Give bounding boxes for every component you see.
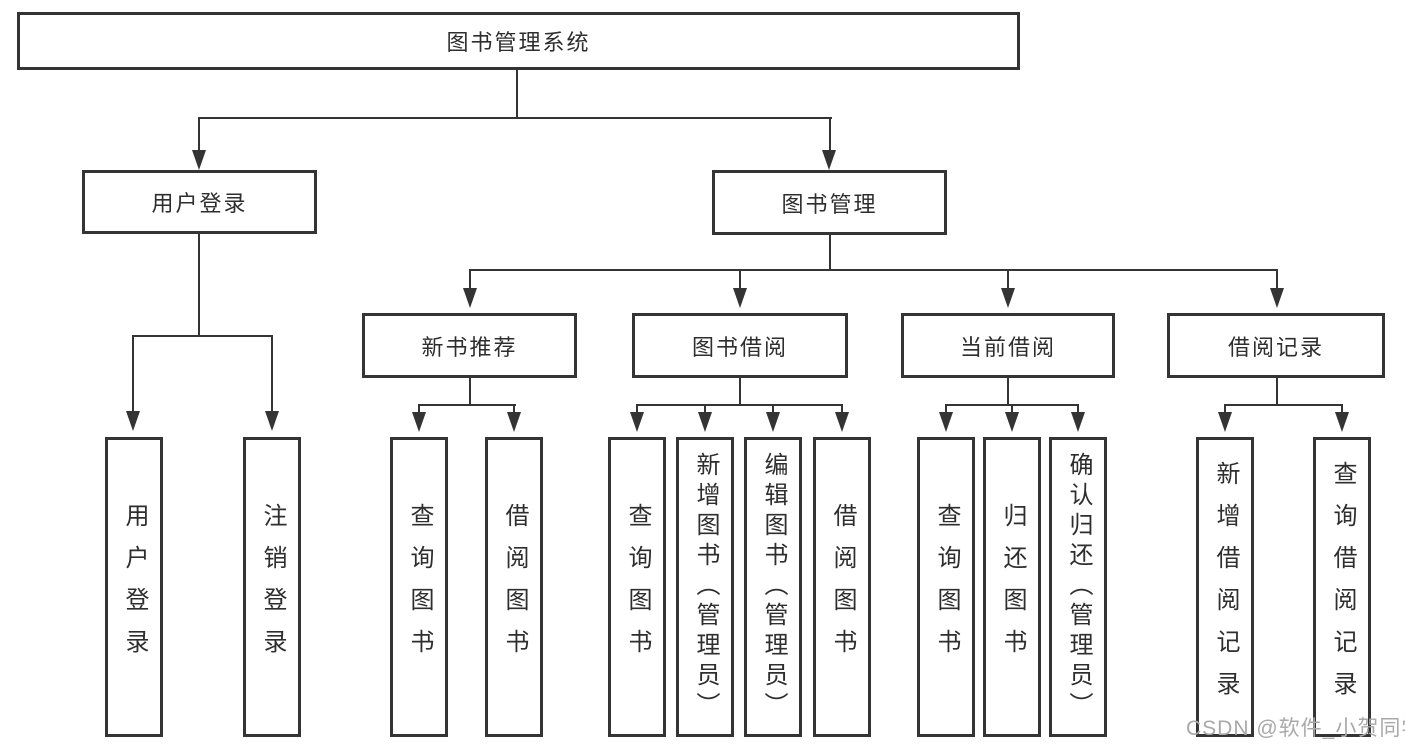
connector-arrow bbox=[507, 412, 521, 432]
connector-line bbox=[1007, 378, 1009, 406]
connector-line bbox=[636, 406, 638, 414]
connector-line bbox=[841, 406, 843, 414]
node-user-login-label: 用户登录 bbox=[151, 191, 248, 216]
connector-arrow bbox=[1071, 412, 1085, 432]
leaf-user-login: 用户登录 bbox=[105, 437, 163, 737]
leaf-add-borrow-record: 新增借阅记录 bbox=[1196, 437, 1254, 737]
csdn-watermark: CSDN @软件_小贺同学 bbox=[1186, 717, 1405, 740]
leaf-query-books-recommend-label: 查询图书 bbox=[406, 503, 433, 671]
node-root-label: 图书管理系统 bbox=[446, 30, 591, 55]
leaf-logout-label: 注销登录 bbox=[259, 503, 286, 671]
connector-arrow bbox=[939, 412, 953, 432]
connector-arrow bbox=[126, 411, 140, 431]
node-book-management: 图书管理 bbox=[712, 170, 947, 235]
node-book-borrow: 图书借阅 bbox=[632, 313, 848, 378]
connector-line bbox=[198, 119, 200, 152]
connector-line bbox=[1276, 378, 1278, 406]
connector-arrow bbox=[1270, 288, 1284, 308]
connector-arrow bbox=[766, 412, 780, 432]
connector-line bbox=[1276, 271, 1278, 289]
connector-line bbox=[1224, 404, 1343, 406]
leaf-query-books-borrow: 查询图书 bbox=[608, 437, 666, 737]
connector-line bbox=[469, 269, 1278, 271]
connector-line bbox=[1224, 406, 1226, 414]
connector-arrow bbox=[1335, 412, 1349, 432]
connector-line bbox=[739, 271, 741, 289]
connector-arrow bbox=[1001, 288, 1015, 308]
connector-line bbox=[739, 378, 741, 406]
leaf-query-books-borrow-label: 查询图书 bbox=[624, 503, 651, 671]
connector-line bbox=[1007, 271, 1009, 289]
leaf-query-books-recommend: 查询图书 bbox=[390, 437, 448, 737]
connector-line bbox=[271, 337, 273, 411]
connector-line bbox=[198, 233, 200, 337]
connector-arrow bbox=[265, 411, 279, 431]
connector-line bbox=[1077, 406, 1079, 414]
leaf-borrow-books: 借阅图书 bbox=[813, 437, 871, 737]
connector-line bbox=[1341, 406, 1343, 414]
leaf-return-book: 归还图书 bbox=[983, 437, 1041, 737]
node-new-book-recommend: 新书推荐 bbox=[362, 313, 577, 378]
connector-line bbox=[636, 404, 843, 406]
node-book-borrow-label: 图书借阅 bbox=[691, 334, 788, 360]
connector-line bbox=[469, 271, 471, 289]
connector-arrow bbox=[733, 288, 747, 308]
leaf-query-borrow-record-label: 查询借阅记录 bbox=[1329, 461, 1356, 713]
leaf-query-books-current-label: 查询图书 bbox=[933, 503, 960, 671]
leaf-add-book-admin: 新增图书（管理员） bbox=[676, 437, 734, 737]
connector-arrow bbox=[822, 150, 836, 170]
node-user-login: 用户登录 bbox=[82, 170, 317, 234]
connector-arrow bbox=[1218, 412, 1232, 432]
leaf-add-borrow-record-label: 新增借阅记录 bbox=[1212, 461, 1239, 713]
connector-arrow bbox=[835, 412, 849, 432]
connector-line bbox=[132, 337, 134, 411]
node-current-borrow-label: 当前借阅 bbox=[959, 334, 1056, 360]
leaf-return-book-label: 归还图书 bbox=[999, 503, 1026, 671]
node-borrow-records: 借阅记录 bbox=[1167, 313, 1385, 378]
leaf-confirm-return-admin: 确认归还（管理员） bbox=[1049, 437, 1107, 737]
leaf-borrow-books-recommend-label: 借阅图书 bbox=[501, 503, 528, 671]
node-new-book-recommend-label: 新书推荐 bbox=[421, 334, 518, 360]
connector-line bbox=[418, 406, 420, 414]
leaf-user-login-label: 用户登录 bbox=[121, 503, 148, 671]
connector-line bbox=[772, 406, 774, 414]
node-current-borrow: 当前借阅 bbox=[901, 313, 1115, 378]
connector-line bbox=[198, 117, 832, 119]
connector-line bbox=[418, 404, 516, 406]
connector-arrow bbox=[1005, 412, 1019, 432]
connector-line bbox=[945, 404, 1079, 406]
leaf-query-borrow-record: 查询借阅记录 bbox=[1313, 437, 1371, 737]
connector-line bbox=[513, 406, 515, 414]
leaf-borrow-books-recommend: 借阅图书 bbox=[485, 437, 543, 737]
leaf-edit-book-admin-label: 编辑图书（管理员） bbox=[760, 452, 787, 722]
leaf-add-book-admin-label: 新增图书（管理员） bbox=[692, 452, 719, 722]
connector-line bbox=[829, 119, 831, 152]
connector-line bbox=[469, 378, 471, 406]
connector-line bbox=[1011, 406, 1013, 414]
connector-arrow bbox=[630, 412, 644, 432]
connector-arrow bbox=[192, 150, 206, 170]
leaf-borrow-books-label: 借阅图书 bbox=[829, 503, 856, 671]
node-root-library-system: 图书管理系统 bbox=[17, 12, 1020, 70]
leaf-confirm-return-admin-label: 确认归还（管理员） bbox=[1065, 452, 1092, 722]
leaf-logout: 注销登录 bbox=[243, 437, 301, 737]
connector-arrow bbox=[463, 288, 477, 308]
connector-line bbox=[829, 235, 831, 271]
connector-line bbox=[704, 406, 706, 414]
connector-line bbox=[132, 335, 273, 337]
connector-line bbox=[516, 70, 518, 118]
leaf-edit-book-admin: 编辑图书（管理员） bbox=[744, 437, 802, 737]
connector-line bbox=[945, 406, 947, 414]
connector-arrow bbox=[412, 412, 426, 432]
connector-arrow bbox=[698, 412, 712, 432]
node-borrow-records-label: 借阅记录 bbox=[1227, 334, 1324, 360]
node-book-management-label: 图书管理 bbox=[781, 191, 878, 217]
leaf-query-books-current: 查询图书 bbox=[917, 437, 975, 737]
